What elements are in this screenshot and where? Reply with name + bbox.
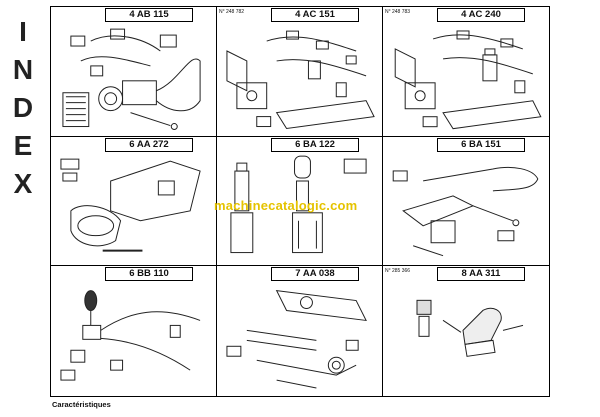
diagram-cell-4ab115[interactable]: 4 AB 115 [51, 7, 217, 137]
reference-number: N° 248 782 [219, 9, 245, 15]
diagram-index-grid: 4 AB 115 N° 248 782 4 AC 151 [50, 6, 550, 397]
linkage-diagram [392, 166, 539, 256]
diagram-cell-4ac151[interactable]: N° 248 782 4 AC 151 [217, 7, 383, 137]
watermark: machinecatalogic.com [214, 198, 358, 213]
diagram-code-label: 7 AA 038 [271, 267, 359, 282]
diagram-cell-6ba122[interactable]: 6 BA 122 [217, 136, 383, 267]
diagram-code-label: 6 BA 122 [271, 137, 359, 152]
cylinder-diagram [230, 155, 367, 253]
chassis-diagram [60, 158, 201, 252]
control-lever-diagram [60, 290, 201, 381]
diagram-code-label: 6 AA 272 [105, 137, 193, 152]
diagram-code-label: 4 AC 240 [437, 8, 525, 22]
index-letter: X [13, 168, 33, 199]
index-vertical-title: I N D E X [6, 18, 40, 198]
diagram-cell-4ac240[interactable]: N° 248 783 4 AC 240 [383, 7, 549, 137]
diagram-cell-6ba151[interactable]: 6 BA 151 [383, 137, 549, 267]
index-letter: E [13, 130, 33, 161]
index-letter: N [12, 54, 34, 85]
diagram-code-label: 6 BB 110 [105, 267, 193, 282]
diagram-code-label: 6 BA 151 [437, 137, 525, 152]
reference-number: N° 248 783 [385, 9, 411, 15]
index-letter: D [12, 92, 34, 123]
seat-diagram [416, 300, 524, 358]
diagram-code-label: 4 AB 115 [105, 8, 193, 22]
reference-number: N° 285 366 [385, 268, 411, 275]
diagram-code-label: 4 AC 151 [271, 8, 359, 22]
axle-diagram [226, 290, 367, 389]
diagram-cell-6aa272[interactable]: 6 AA 272 [51, 136, 217, 267]
hydraulic-circuit-diagram [226, 30, 375, 130]
diagram-cell-8aa311[interactable]: N° 285 366 8 AA 311 [383, 266, 549, 396]
footer-caption: Caractéristiques [52, 400, 111, 409]
diagram-cell-6bb110[interactable]: 6 BB 110 [51, 266, 217, 396]
hydraulic-circuit-diagram [394, 30, 542, 130]
hydraulic-circuit-diagram [62, 28, 201, 131]
diagram-cell-7aa038[interactable]: 7 AA 038 [217, 266, 383, 396]
diagram-code-label: 8 AA 311 [437, 267, 525, 282]
index-letter: I [19, 16, 27, 47]
